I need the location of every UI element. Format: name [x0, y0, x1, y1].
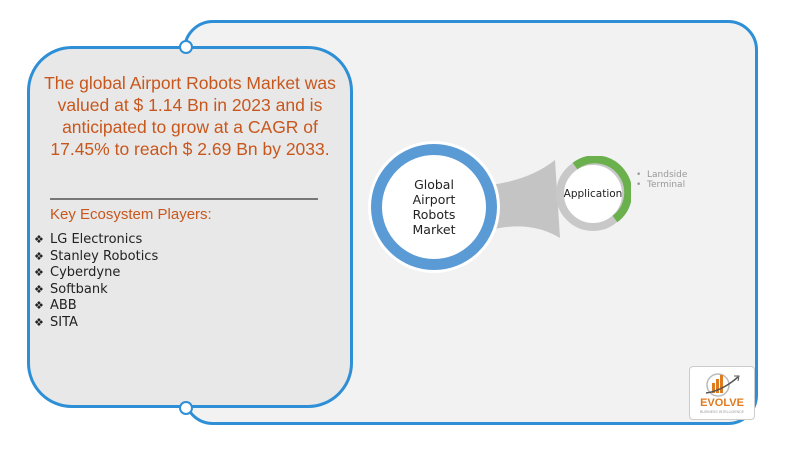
divider: [50, 198, 318, 200]
connector-top: [179, 40, 193, 54]
application-items: • Landside • Terminal: [636, 170, 687, 190]
item-label: Terminal: [647, 180, 686, 190]
market-summary: The global Airport Robots Market was val…: [44, 73, 336, 159]
bullet-icon: ❖: [34, 249, 44, 263]
player-name: Softbank: [50, 281, 108, 297]
player-name: Cyberdyne: [50, 265, 121, 280]
application-ring: [556, 156, 631, 231]
market-label: Global Airport Robots Market: [412, 177, 456, 237]
bullet-icon: ❖: [34, 299, 44, 312]
list-item: ❖ Softbank: [34, 282, 158, 299]
list-item: ❖ Cyberdyne: [34, 265, 158, 282]
bullet-icon: ❖: [34, 315, 44, 329]
player-name: Stanley Robotics: [50, 248, 159, 264]
player-name: LG Electronics: [50, 232, 143, 247]
player-name: SITA: [50, 314, 78, 330]
player-name: ABB: [50, 298, 77, 313]
logo-tagline: BUSINESS INTELLIGENCE: [700, 410, 744, 414]
list-item: ❖ LG Electronics: [34, 232, 158, 249]
bullet-icon: ❖: [34, 282, 44, 296]
summary-panel: [27, 46, 353, 408]
list-item: ❖ SITA: [34, 315, 158, 332]
bullet-icon: ❖: [34, 233, 44, 246]
connector-bottom: [179, 401, 193, 415]
list-item: • Landside: [636, 170, 688, 180]
chart-arrow-icon: [705, 373, 740, 397]
key-players-list: ❖ LG Electronics ❖ Stanley Robotics ❖ Cyber…: [34, 232, 158, 331]
list-item: • Terminal: [636, 180, 686, 190]
key-players-title: Key Ecosystem Players:: [50, 206, 212, 223]
logo-name: EVOLVE: [700, 397, 744, 409]
list-item: ❖ ABB: [34, 298, 158, 315]
market-circle: Global Airport Robots Market: [371, 144, 497, 270]
item-label: Landside: [647, 170, 688, 180]
list-item: ❖ Stanley Robotics: [34, 249, 158, 266]
bullet-icon: ❖: [34, 266, 44, 279]
application-label: Application: [563, 188, 623, 200]
evolve-logo: EVOLVE BUSINESS INTELLIGENCE: [689, 366, 755, 420]
